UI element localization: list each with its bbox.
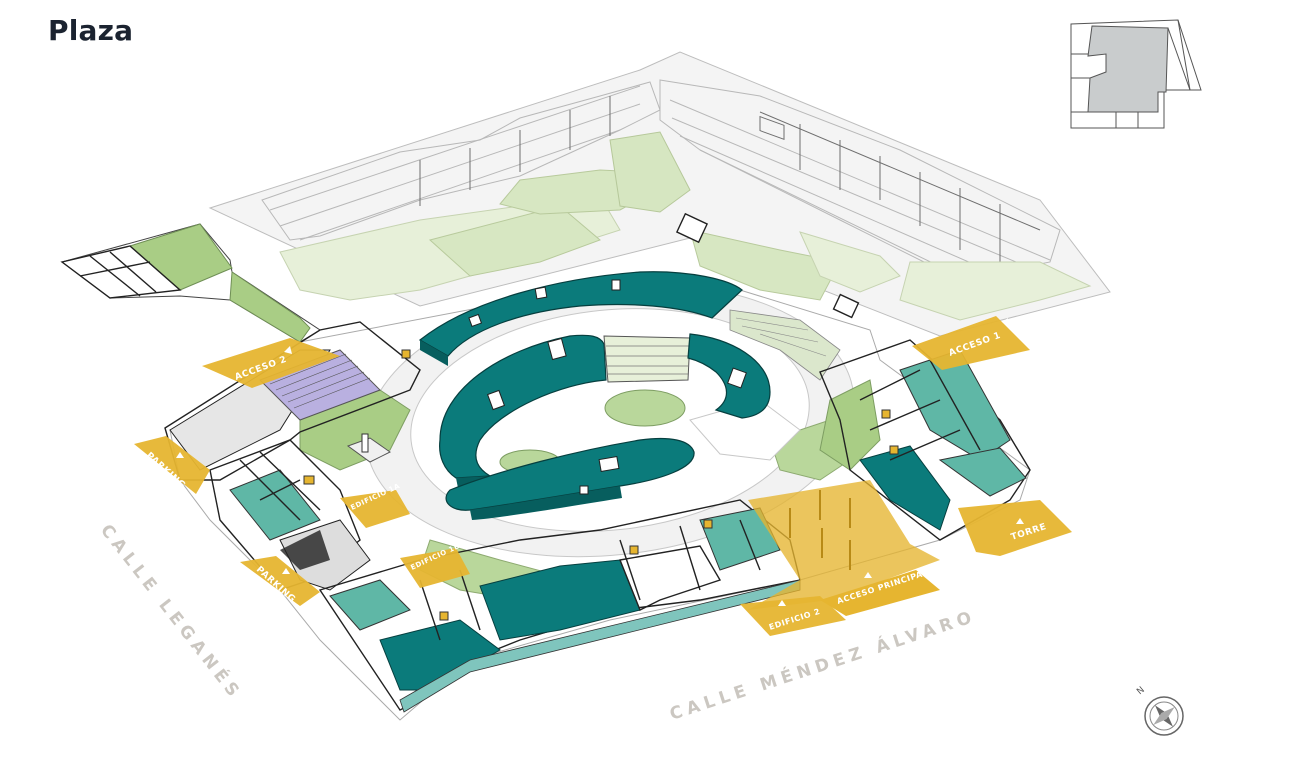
zone-acceso-1 — [912, 316, 1030, 370]
east-building — [819, 339, 1031, 541]
compass-north-label: N — [1135, 685, 1147, 697]
zone-edificio-1a — [340, 490, 410, 528]
page-title: Plaza — [48, 14, 134, 47]
zone-parking-1 — [134, 436, 210, 494]
zone-acceso-2 — [202, 338, 340, 388]
zone-edificio-1b — [400, 548, 470, 588]
zone-parking-2 — [240, 556, 320, 606]
south-podium — [318, 499, 801, 713]
zone-torre — [958, 500, 1072, 556]
zone-edificio-2 — [740, 596, 846, 636]
access-zones — [134, 316, 1072, 636]
zone-acceso-principal — [748, 480, 940, 610]
north-buildings — [208, 51, 1111, 337]
compass-rose-icon: N — [1135, 685, 1184, 736]
street-calle-leganes: CALLE LEGANÉS — [96, 520, 247, 705]
west-podium — [164, 321, 421, 591]
key-plan-icon — [1070, 19, 1202, 129]
west-arm — [60, 223, 321, 343]
central-buildings — [418, 271, 841, 520]
